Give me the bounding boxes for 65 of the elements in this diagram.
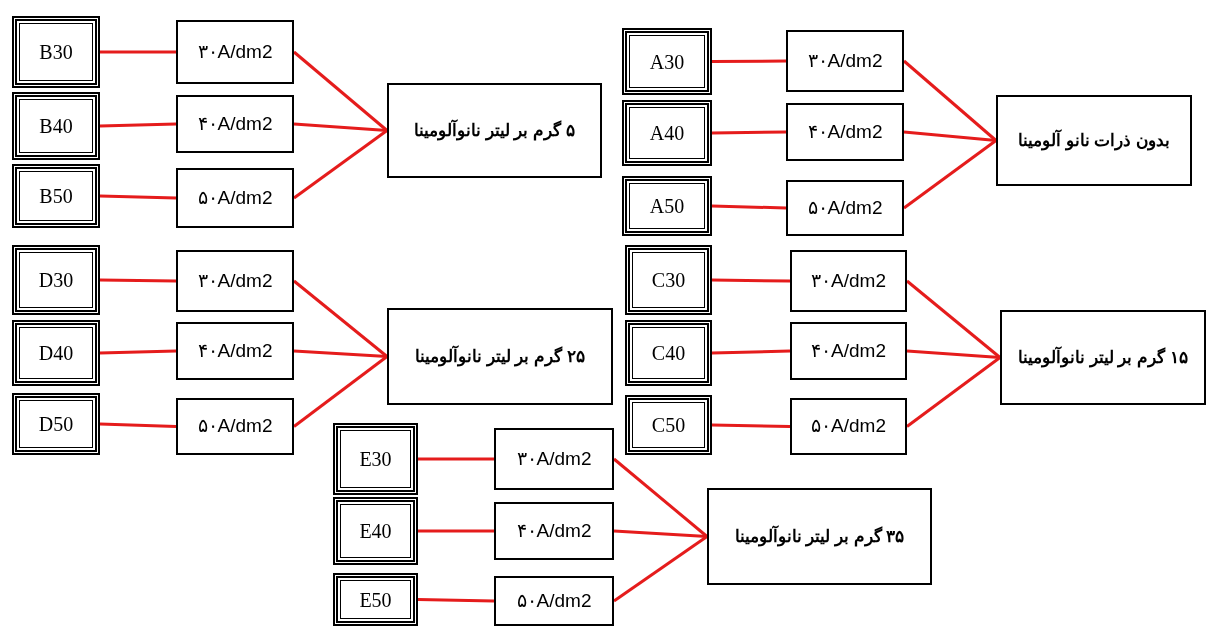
sample-label-box: C30: [625, 245, 712, 315]
connector-line: [711, 423, 791, 428]
connector-line: [613, 457, 708, 538]
connector-line: [906, 279, 1001, 359]
connector-line: [613, 529, 708, 538]
concentration-box: ۱۵ گرم بر لیتر نانوآلومینا: [1000, 310, 1206, 405]
current-density-box: ۴۰A/dm2: [786, 103, 904, 161]
connector-line: [99, 422, 177, 428]
sample-label-box: B40: [12, 92, 100, 160]
sample-label-box: E40: [333, 497, 418, 565]
sample-label-box: A40: [622, 100, 712, 166]
connector-line: [906, 349, 1001, 359]
connector-line: [99, 278, 177, 283]
connector-line: [903, 130, 997, 142]
sample-label-box: D30: [12, 245, 100, 315]
current-density-box: ۵۰A/dm2: [176, 168, 294, 228]
connector-line: [613, 535, 708, 603]
connector-line: [293, 279, 388, 358]
sample-label-box: B50: [12, 164, 100, 228]
current-density-box: ۳۰A/dm2: [176, 250, 294, 312]
sample-label-box: A50: [622, 176, 712, 236]
sample-label-box: B30: [12, 16, 100, 88]
sample-label-box: D50: [12, 393, 100, 455]
sample-label-box: C50: [625, 395, 712, 455]
current-density-box: ۴۰A/dm2: [790, 322, 907, 380]
connector-line: [903, 59, 997, 142]
sample-label-box: E50: [333, 573, 418, 626]
current-density-box: ۴۰A/dm2: [176, 95, 294, 153]
connector-line: [711, 204, 787, 210]
concentration-box: ۳۵ گرم بر لیتر نانوآلومینا: [707, 488, 932, 585]
sample-label-box: C40: [625, 320, 712, 386]
connector-line: [711, 278, 791, 283]
connector-line: [99, 194, 177, 200]
current-density-box: ۴۰A/dm2: [494, 502, 614, 560]
current-density-box: ۳۰A/dm2: [786, 30, 904, 92]
connector-line: [711, 130, 787, 135]
current-density-box: ۴۰A/dm2: [176, 322, 294, 380]
current-density-box: ۵۰A/dm2: [176, 398, 294, 455]
connector-line: [906, 356, 1001, 428]
connector-line: [418, 457, 494, 461]
connector-line: [99, 122, 177, 128]
connector-line: [100, 50, 176, 54]
connector-line: [712, 59, 786, 63]
connector-line: [293, 50, 388, 132]
connector-line: [99, 349, 177, 355]
concentration-box: بدون ذرات نانو آلومینا: [996, 95, 1192, 186]
connector-line: [417, 598, 495, 603]
connector-line: [293, 349, 388, 358]
sample-label-box: D40: [12, 320, 100, 386]
sample-label-box: E30: [333, 423, 418, 495]
concentration-box: ۵ گرم بر لیتر نانوآلومینا: [387, 83, 602, 178]
current-density-box: ۵۰A/dm2: [786, 180, 904, 236]
current-density-box: ۵۰A/dm2: [494, 576, 614, 626]
connector-line: [418, 529, 494, 533]
sample-label-box: A30: [622, 28, 712, 95]
connector-line: [711, 349, 791, 355]
current-density-box: ۳۰A/dm2: [176, 20, 294, 84]
connector-line: [903, 139, 997, 210]
current-density-box: ۳۰A/dm2: [494, 428, 614, 490]
current-density-box: ۵۰A/dm2: [790, 398, 907, 455]
connector-line: [293, 129, 388, 200]
connector-line: [293, 355, 388, 428]
concentration-box: ۲۵ گرم بر لیتر نانوآلومینا: [387, 308, 613, 405]
current-density-box: ۳۰A/dm2: [790, 250, 907, 312]
connector-line: [293, 122, 388, 132]
